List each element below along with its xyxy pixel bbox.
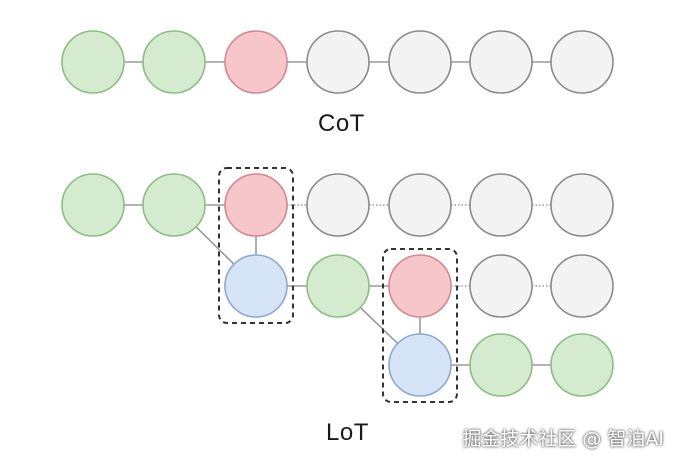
lot-r2-node-3-red	[388, 254, 452, 318]
lot-r1-node-6-gray	[469, 173, 533, 237]
lot-diagonal-edge-2	[359, 306, 399, 345]
selection-box-2	[382, 248, 458, 403]
cot-node-2-green	[142, 30, 206, 94]
edges-layer	[124, 61, 551, 366]
selection-boxes-layer	[218, 167, 458, 403]
lot-r1-node-4-gray	[306, 173, 370, 237]
lot-r2-node-5-gray	[550, 254, 614, 318]
cot-node-4-gray	[306, 30, 370, 94]
cot-node-6-gray	[469, 30, 533, 94]
lot-r2-node-4-gray	[469, 254, 533, 318]
nodes-layer	[61, 30, 614, 397]
cot-label: CoT	[318, 110, 365, 137]
lot-r1-node-1-green	[61, 173, 125, 237]
cot-node-5-gray	[388, 30, 452, 94]
cot-node-3-red	[224, 30, 288, 94]
cot-node-7-gray	[550, 30, 614, 94]
lot-r1-node-2-green	[142, 173, 206, 237]
watermark: 掘金技术社区 @ 智泊AI	[462, 428, 664, 450]
lot-r3-node-2-green	[469, 333, 533, 397]
selection-box-1	[218, 167, 294, 324]
lot-label: LoT	[326, 419, 369, 446]
lot-diagonal-edge-1	[195, 226, 235, 265]
lot-r2-node-1-blue	[224, 254, 288, 318]
lot-r1-node-7-gray	[550, 173, 614, 237]
cot-node-1-green	[61, 30, 125, 94]
lot-r2-node-2-green	[306, 254, 370, 318]
lot-r3-node-3-green	[550, 333, 614, 397]
lot-r1-node-3-red	[224, 173, 288, 237]
lot-r3-node-1-blue	[388, 333, 452, 397]
lot-r1-node-5-gray	[388, 173, 452, 237]
